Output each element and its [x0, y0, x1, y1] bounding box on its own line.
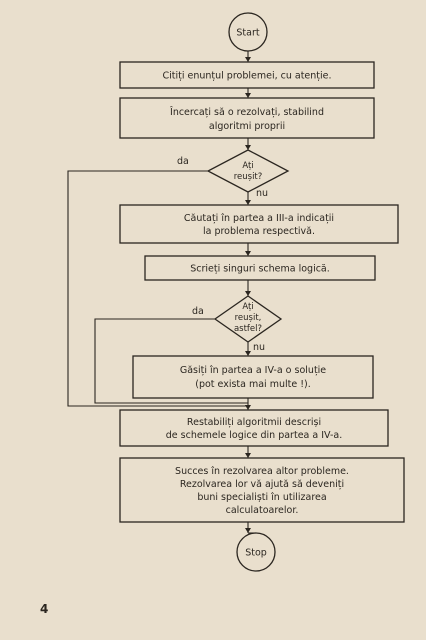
step7-line3: buni specialiști în utilizarea — [197, 492, 326, 503]
connectors — [67, 51, 249, 533]
step7-box — [119, 457, 405, 523]
step7-line1: Succes în rezolvarea altor probleme. — [175, 466, 349, 477]
step5-box — [132, 355, 374, 399]
step7-line4: calculatoarelor. — [226, 505, 299, 516]
decision2-no-label: nu — [253, 342, 265, 353]
step1-text: Citiți enunțul problemei, cu atenție. — [162, 71, 331, 82]
step2-line1: Încercați să o rezolvați, stabilind — [169, 106, 324, 118]
step7-line2: Rezolvarea lor vă ajută să deveniți — [180, 479, 344, 490]
step3-line1: Căutați în partea a III-a indicații — [184, 213, 334, 224]
arrow-decision2 — [245, 291, 251, 296]
step2-line2: algoritmi proprii — [209, 121, 285, 132]
decision2-yes-label: da — [192, 306, 204, 317]
arrow-step5 — [245, 351, 251, 356]
step2-box — [119, 97, 375, 139]
decision1-yes-label: da — [177, 156, 189, 167]
arrow-step4 — [245, 251, 251, 256]
step6-box — [119, 409, 389, 447]
arrow-step2 — [245, 93, 251, 98]
step6-line2: de schemele logice din partea a IV-a. — [166, 430, 342, 441]
arrow-decision1 — [245, 145, 251, 150]
start-label: Start — [236, 28, 259, 39]
arrow-step6 — [245, 405, 251, 410]
arrow-step1 — [245, 57, 251, 62]
step3-box — [119, 204, 399, 244]
step5-line1: Găsiți în partea a IV-a o soluție — [180, 365, 326, 376]
connector-decision1-yes — [67, 170, 248, 407]
arrow-step3 — [245, 200, 251, 205]
step5-line2: (pot exista mai multe !). — [195, 379, 311, 390]
page-number: 4 — [40, 602, 48, 616]
decision1-diamond — [206, 149, 290, 193]
decision2-line3: astfel? — [234, 324, 262, 334]
step4-box — [144, 255, 376, 281]
connector-decision2-yes — [94, 318, 248, 404]
start-terminal — [228, 12, 268, 52]
arrow-step7 — [245, 453, 251, 458]
step3-line2: la problema respectivă. — [203, 226, 315, 237]
step6-line1: Restabiliți algoritmii descriși — [187, 417, 321, 428]
arrowheads — [245, 57, 251, 533]
step4-text: Scrieți singuri schema logică. — [190, 264, 330, 275]
decision2-line1: Ați — [242, 302, 253, 312]
decision1-line2: reușit? — [234, 172, 263, 182]
arrow-stop — [245, 528, 251, 533]
decision1-line1: Ați — [242, 161, 253, 171]
step1-box — [119, 61, 375, 89]
stop-label: Stop — [245, 548, 267, 559]
decision2-line2: reușit, — [235, 313, 262, 323]
decision2-diamond — [213, 295, 283, 343]
decision1-no-label: nu — [256, 188, 268, 199]
